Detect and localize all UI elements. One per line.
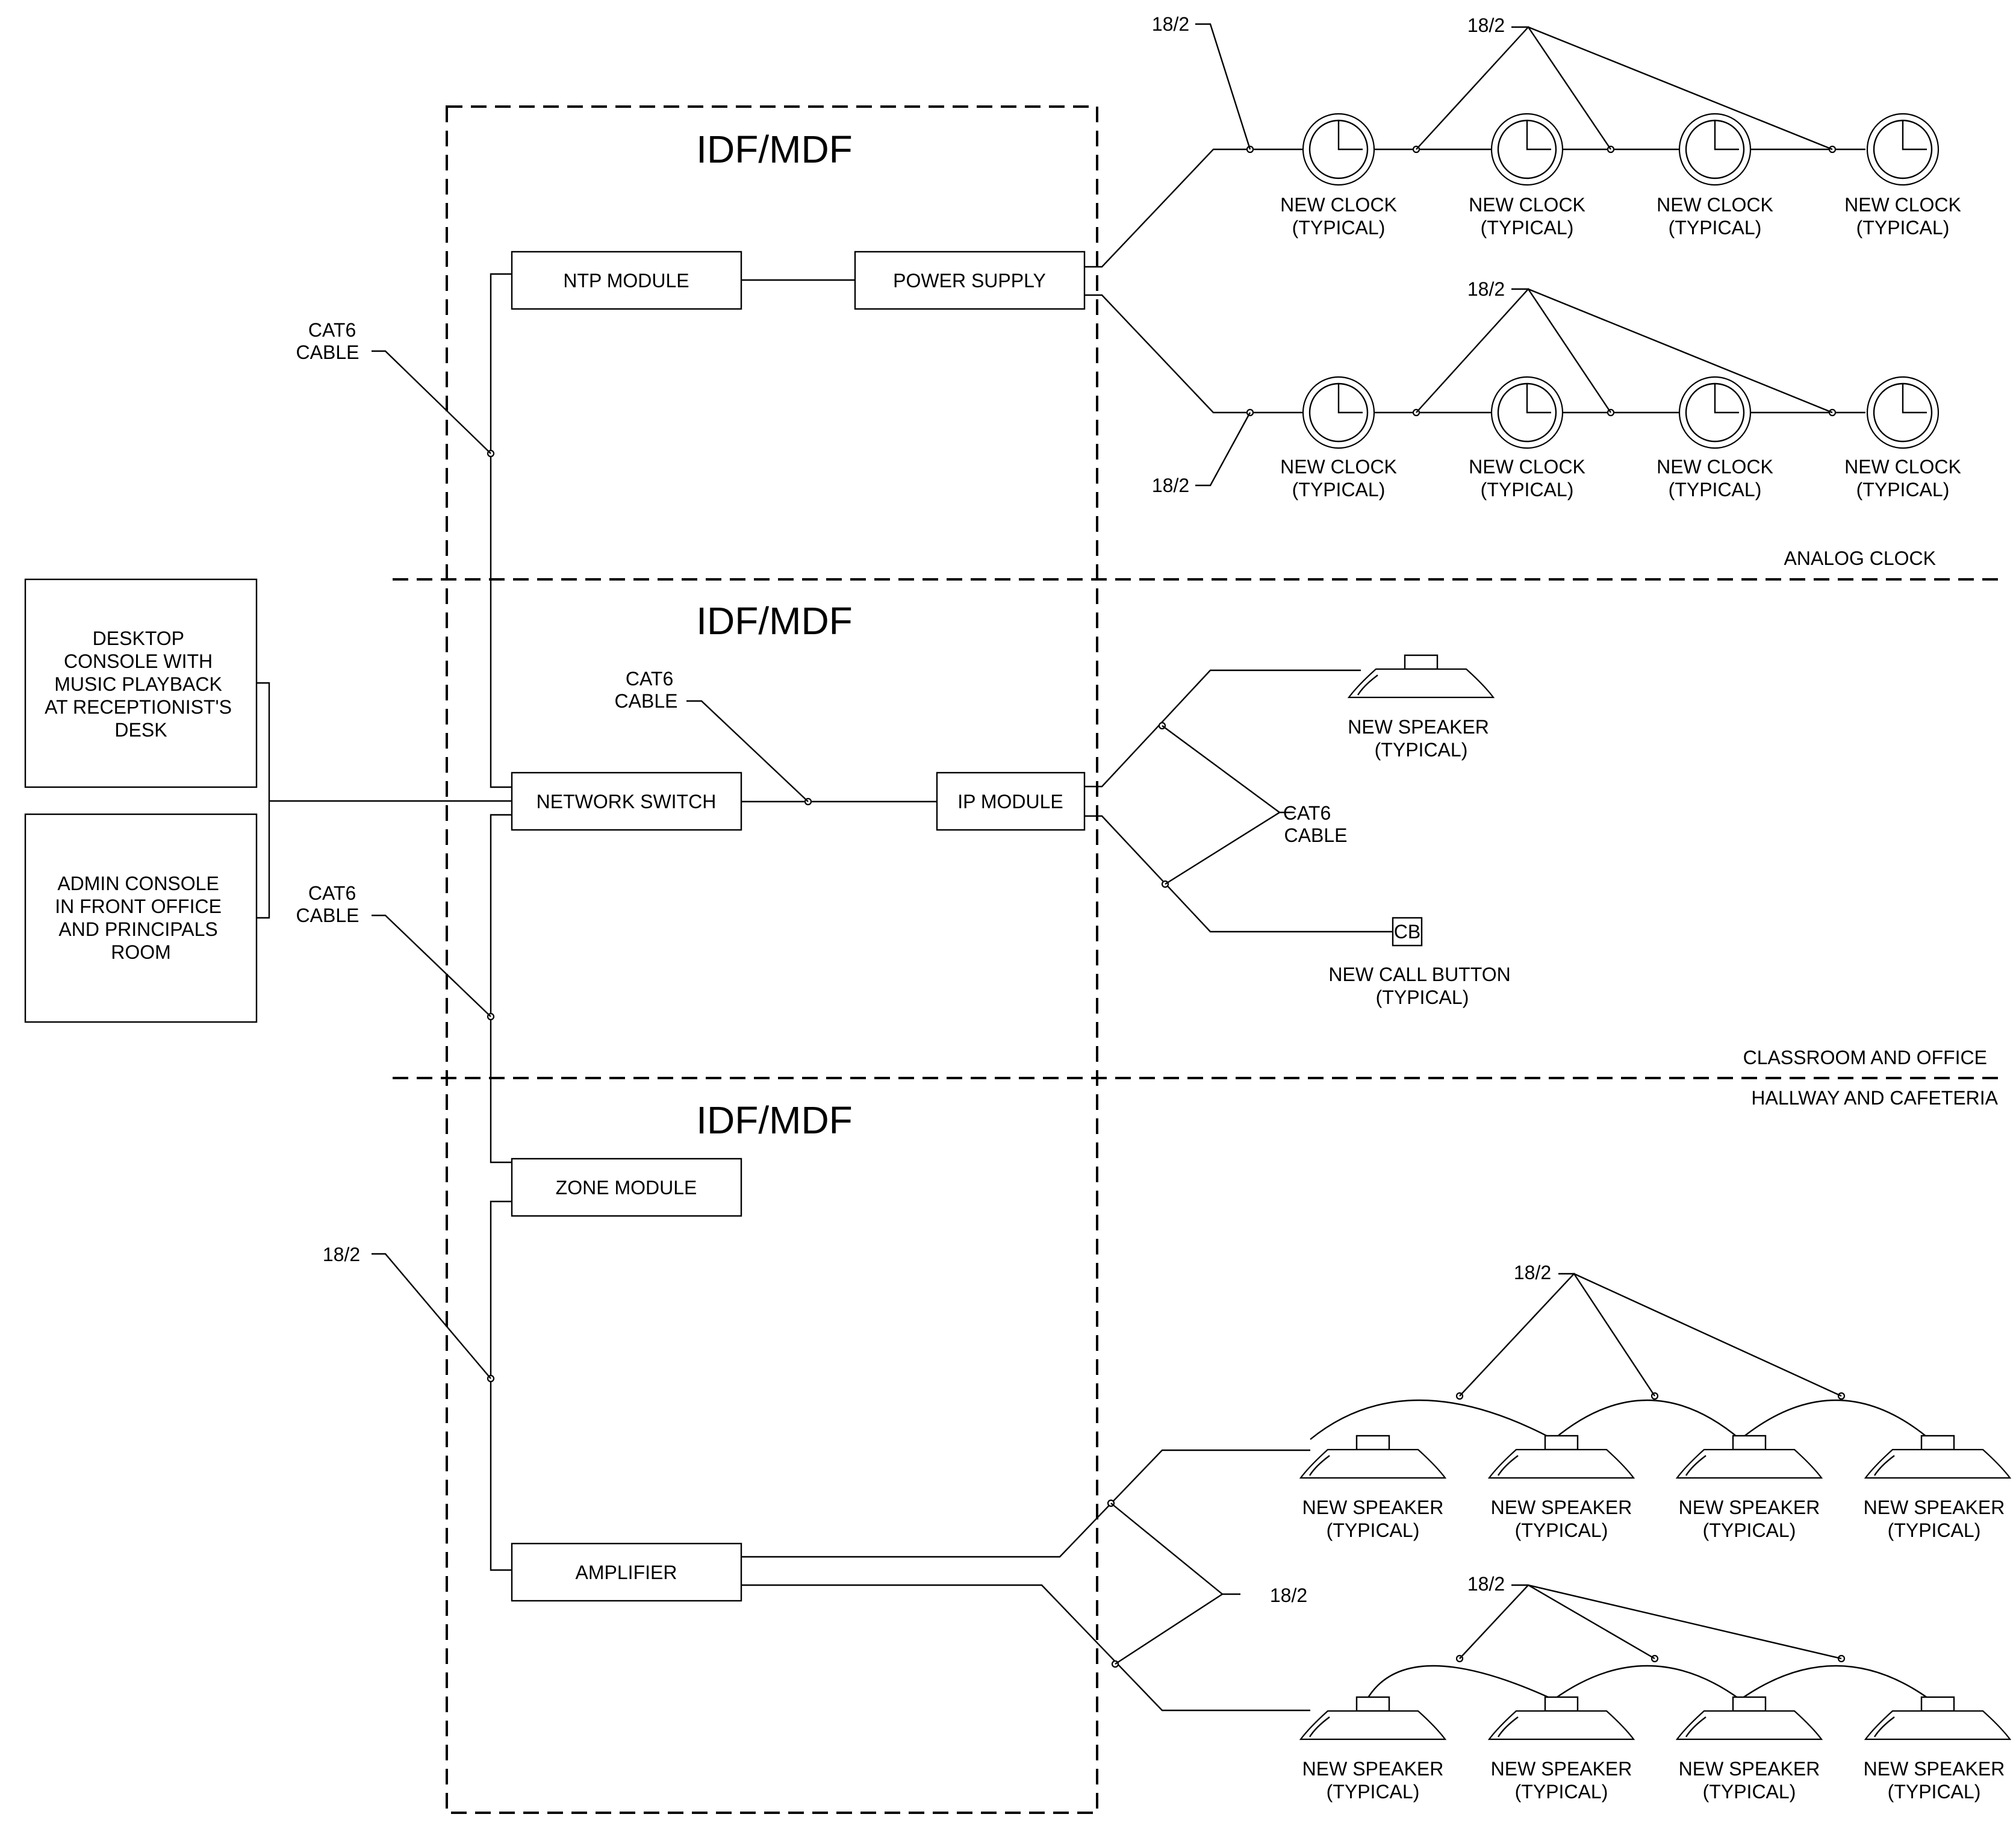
idf-title-intercom: IDF/MDF xyxy=(696,599,853,643)
speaker-icon xyxy=(1487,1435,1635,1479)
backbone-labels: CAT6 CABLE CAT6 CABLE 18/2 xyxy=(296,319,362,1265)
svg-text:18/2: 18/2 xyxy=(1514,1262,1551,1283)
speaker-label: NEW SPEAKER(TYPICAL) xyxy=(1491,1758,1632,1803)
section-dividers xyxy=(393,578,2005,1079)
section-label-analog-clock: ANALOG CLOCK xyxy=(1784,547,1936,569)
svg-text:18/2: 18/2 xyxy=(1152,475,1189,496)
clock-icon xyxy=(1678,113,1752,186)
svg-text:ZONE MODULE: ZONE MODULE xyxy=(556,1177,697,1198)
svg-text:ADMIN CONSOLE IN FRONT O: ADMIN CONSOLE IN FRONT OFFICE AND PRINCI… xyxy=(55,873,227,963)
svg-text:DESKTOP CONSOLE WITH: DESKTOP CONSOLE WITH MUSIC PLAYBACK AT R… xyxy=(45,628,237,741)
clock-icon xyxy=(1678,376,1752,449)
svg-text:18/2: 18/2 xyxy=(1270,1585,1307,1606)
clock-icon xyxy=(1302,376,1375,449)
section-label-classroom-office: CLASSROOM AND OFFICE xyxy=(1743,1047,1987,1068)
speaker-label-classroom: NEW SPEAKER (TYPICAL) xyxy=(1348,716,1495,761)
backbone-wiring xyxy=(372,273,512,1571)
speaker-label: NEW SPEAKER(TYPICAL) xyxy=(1302,1497,1444,1541)
console-connections xyxy=(257,682,512,919)
clock-labels: NEW CLOCK(TYPICAL) NEW CLOCK(TYPICAL) NE… xyxy=(1280,194,1961,500)
speaker-labels: NEW SPEAKER(TYPICAL) NEW SPEAKER(TYPICAL… xyxy=(1302,1497,2005,1803)
network-switch: NETWORK SWITCH xyxy=(511,771,742,831)
speaker-icon xyxy=(1675,1696,1823,1740)
clock-label: NEW CLOCK(TYPICAL) xyxy=(1280,194,1397,238)
hallway-wiring xyxy=(741,1273,1930,1712)
speaker-label: NEW SPEAKER(TYPICAL) xyxy=(1864,1758,2005,1803)
svg-text:NTP MODULE: NTP MODULE xyxy=(563,270,689,291)
clock-label: NEW CLOCK(TYPICAL) xyxy=(1657,456,1773,500)
call-button: CB xyxy=(1392,917,1423,947)
speaker-icon xyxy=(1487,1696,1635,1740)
svg-text:18/2: 18/2 xyxy=(1152,13,1189,35)
speaker-label: NEW SPEAKER(TYPICAL) xyxy=(1864,1497,2005,1541)
idf-title-hallway: IDF/MDF xyxy=(696,1098,853,1142)
desktop-console: DESKTOP CONSOLE WITH MUSIC PLAYBACK AT R… xyxy=(24,578,258,788)
svg-text:CB: CB xyxy=(1394,921,1420,943)
svg-text:IP MODULE: IP MODULE xyxy=(957,791,1063,812)
ip-module: IP MODULE xyxy=(936,771,1086,831)
idf-title-clock: IDF/MDF xyxy=(696,128,853,171)
clock-label: NEW CLOCK(TYPICAL) xyxy=(1844,456,1961,500)
speaker-label: NEW SPEAKER(TYPICAL) xyxy=(1679,1758,1820,1803)
clock-label: NEW CLOCK(TYPICAL) xyxy=(1844,194,1961,238)
clock-icon xyxy=(1866,376,1940,449)
speaker-icon xyxy=(1347,654,1495,699)
cat6-label-ntp: CAT6 CABLE xyxy=(296,319,362,363)
zone-module: ZONE MODULE xyxy=(511,1158,742,1217)
admin-console: ADMIN CONSOLE IN FRONT OFFICE AND PRINCI… xyxy=(24,813,258,1023)
amplifier: AMPLIFIER xyxy=(511,1542,742,1602)
cat6-label-ip: CAT6 CABLE xyxy=(615,668,679,712)
cat6-label-switch: CAT6 CABLE xyxy=(296,882,362,926)
speaker-label: NEW SPEAKER(TYPICAL) xyxy=(1679,1497,1820,1541)
svg-text:POWER SUPPLY: POWER SUPPLY xyxy=(893,270,1046,291)
speaker-icon xyxy=(1864,1435,2012,1479)
clock-wire-labels: 18/2 18/2 18/2 18/2 xyxy=(1152,13,1505,496)
speaker-icon xyxy=(1299,1696,1447,1740)
clock-label: NEW CLOCK(TYPICAL) xyxy=(1280,456,1397,500)
clock-label: NEW CLOCK(TYPICAL) xyxy=(1469,456,1585,500)
svg-text:AMPLIFIER: AMPLIFIER xyxy=(576,1562,677,1583)
svg-text:18/2: 18/2 xyxy=(1467,14,1505,36)
svg-text:NETWORK SWITCH: NETWORK SWITCH xyxy=(537,791,717,812)
clock-icon xyxy=(1866,113,1940,186)
clock-icon xyxy=(1490,113,1564,186)
power-supply: POWER SUPPLY xyxy=(854,251,1086,310)
svg-text:18/2: 18/2 xyxy=(1467,278,1505,300)
hallway-wire-labels: 18/2 18/2 18/2 xyxy=(1270,1262,1551,1606)
idf-mdf-enclosure xyxy=(446,105,1098,1814)
ntp-module: NTP MODULE xyxy=(511,251,742,310)
clock-icon xyxy=(1302,113,1375,186)
wire-label-zone: 18/2 xyxy=(323,1244,360,1265)
cat6-label-classroom: CAT6 CABLE xyxy=(1283,802,1348,846)
call-button-label: NEW CALL BUTTON (TYPICAL) xyxy=(1328,964,1516,1008)
classroom-wiring xyxy=(1084,669,1393,933)
speaker-label: NEW SPEAKER(TYPICAL) xyxy=(1302,1758,1444,1803)
clock-icon xyxy=(1490,376,1564,449)
section-label-hallway-cafeteria: HALLWAY AND CAFETERIA xyxy=(1751,1087,1998,1109)
speaker-label: NEW SPEAKER(TYPICAL) xyxy=(1491,1497,1632,1541)
speaker-icon xyxy=(1299,1435,1447,1479)
clock-label: NEW CLOCK(TYPICAL) xyxy=(1657,194,1773,238)
svg-text:18/2: 18/2 xyxy=(1467,1573,1505,1595)
speaker-icon xyxy=(1675,1435,1823,1479)
clock-label: NEW CLOCK(TYPICAL) xyxy=(1469,194,1585,238)
speaker-icon xyxy=(1864,1696,2012,1740)
